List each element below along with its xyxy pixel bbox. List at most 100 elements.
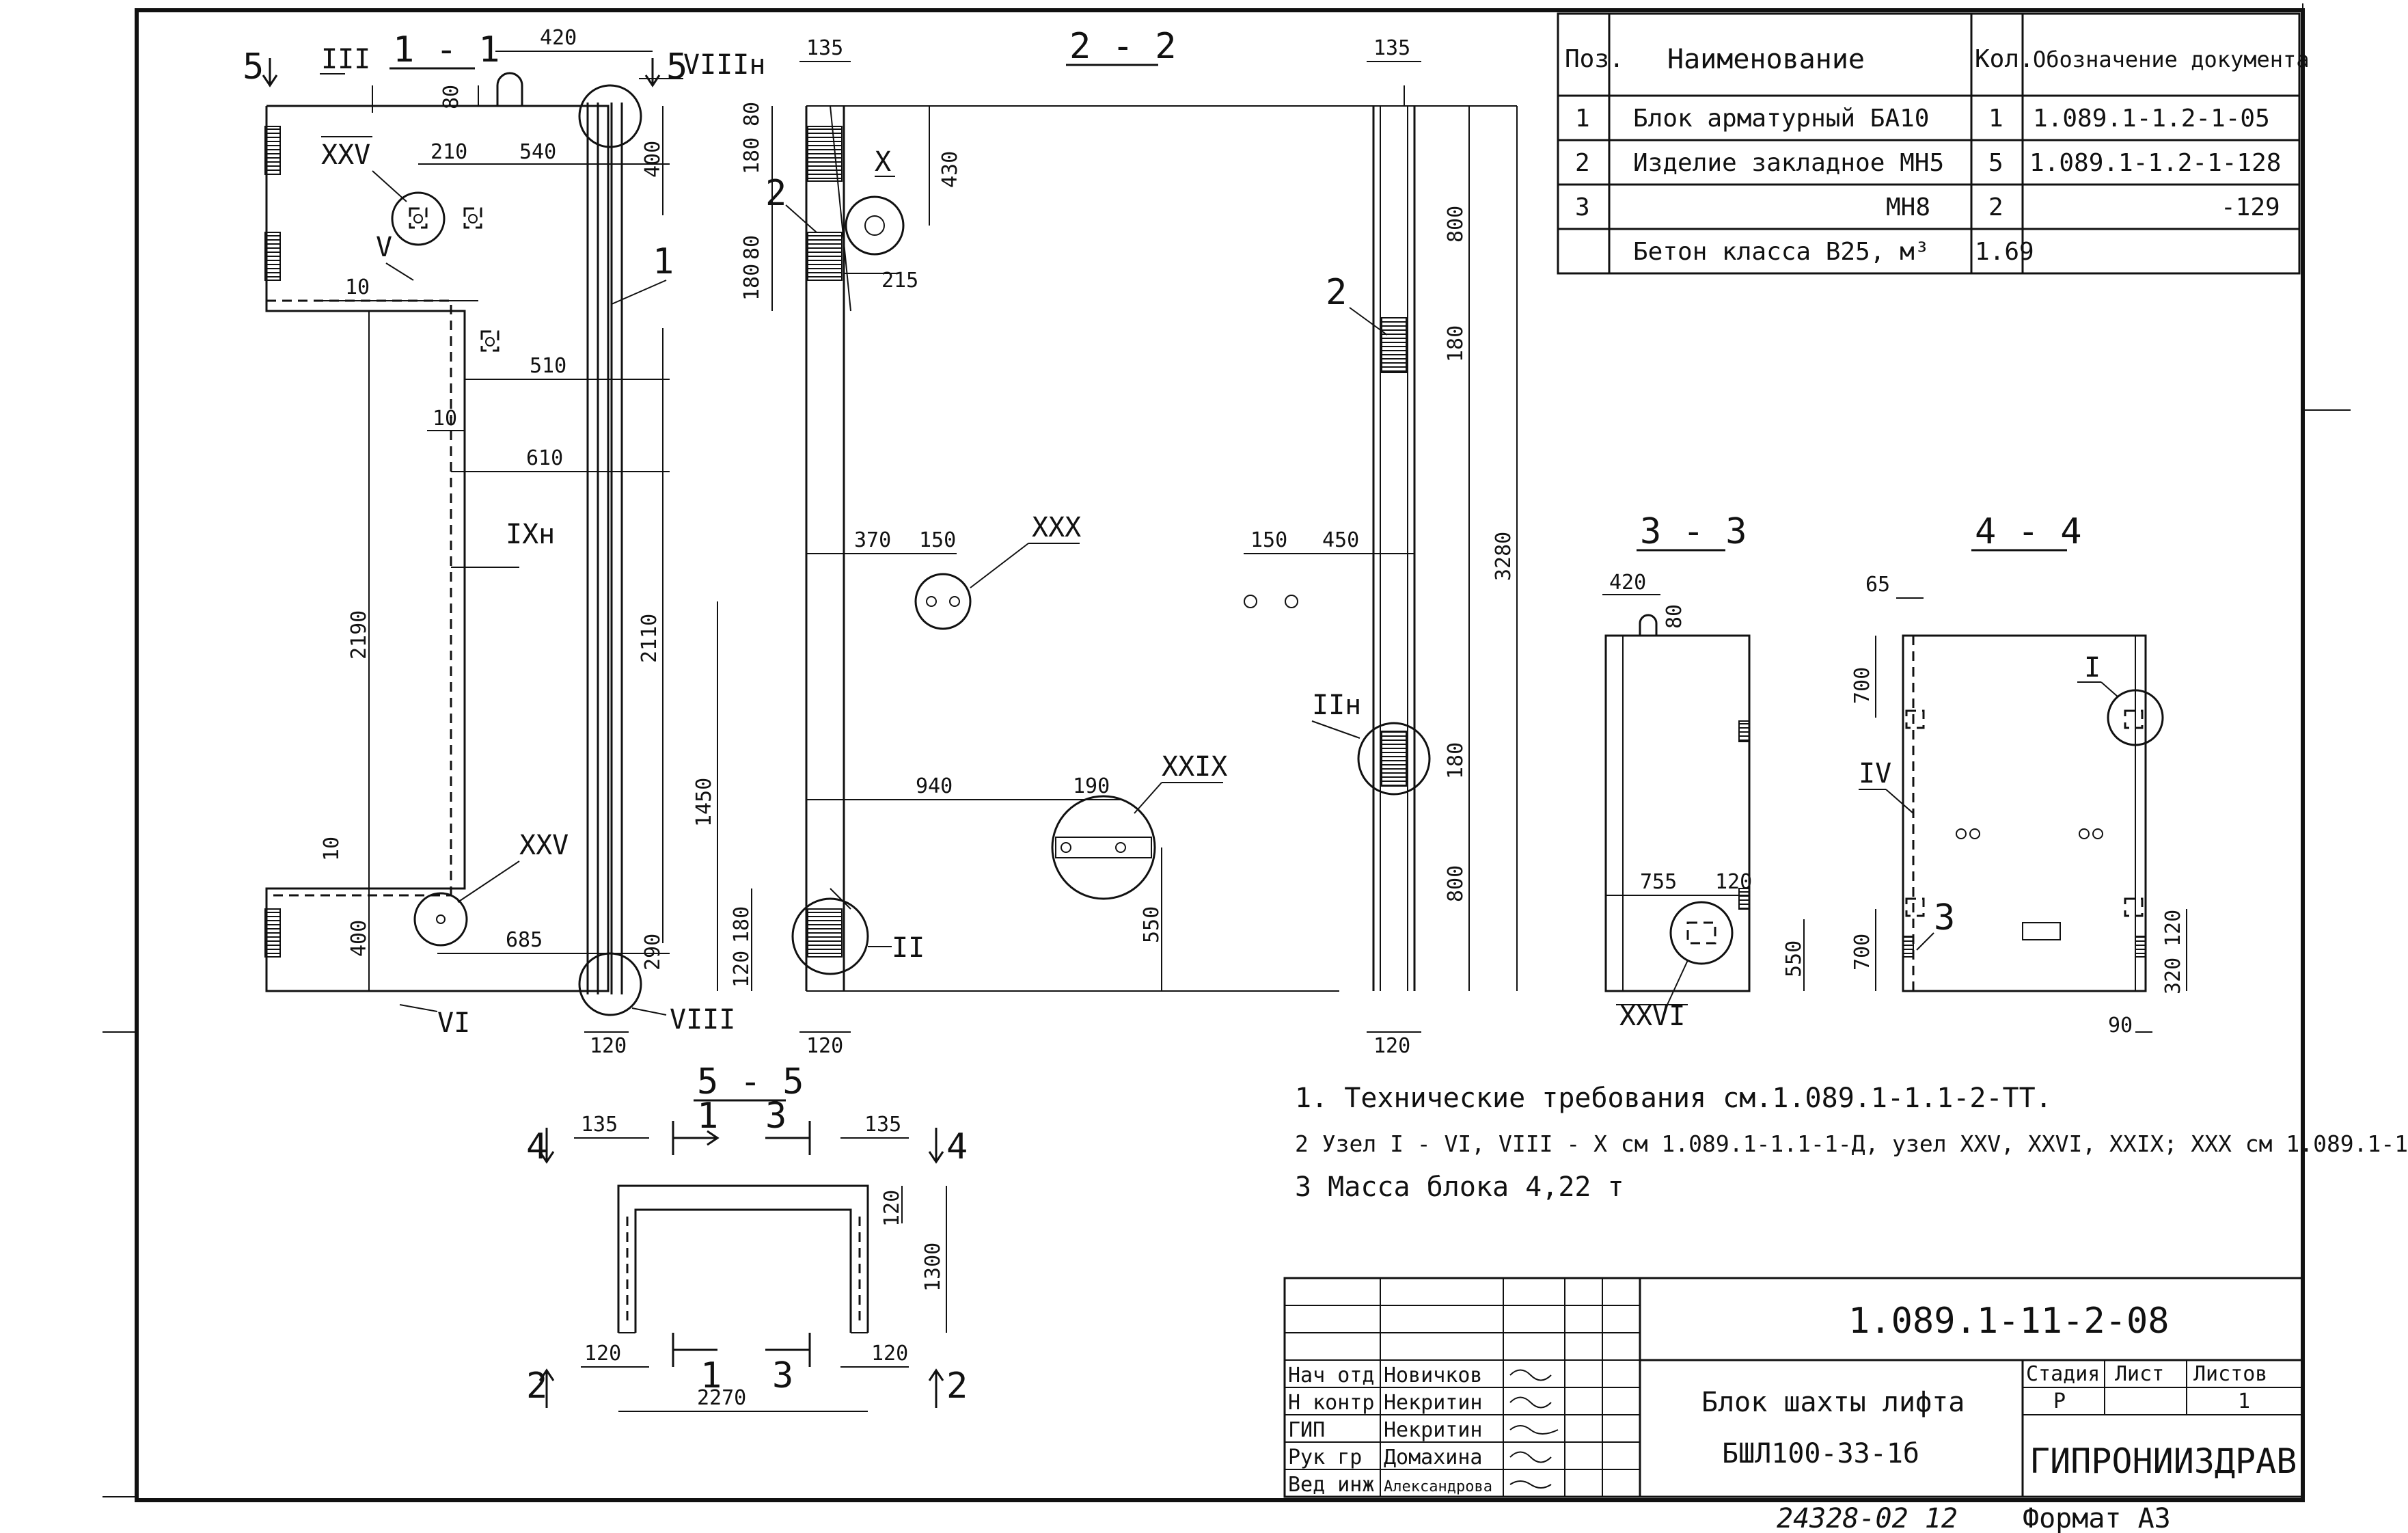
- spec-row3-qty: 2: [1988, 193, 2003, 221]
- spec-row1-name: Блок арматурный БА10: [1633, 105, 1929, 133]
- dim-700-s44b: 700: [1850, 934, 1874, 971]
- node-XXV-bottom: XXV: [519, 830, 569, 861]
- dim-80-s22a: 80: [740, 102, 764, 126]
- dim-180-s22d: 180: [1444, 742, 1468, 779]
- spec-row2-doc: 1.089.1-1.2-1-128: [2029, 149, 2281, 177]
- node-IV: IV: [1859, 758, 1891, 789]
- dim-210: 210: [430, 140, 467, 164]
- note-3: 3 Масса блока 4,22 т: [1295, 1171, 1624, 1203]
- dim-135-s22a: 135: [806, 36, 843, 60]
- node-XXX: XXX: [1032, 512, 1081, 543]
- spec-row1-doc: 1.089.1-1.2-1-05: [2033, 105, 2270, 133]
- spec-header-doc: Обозначение документа: [2033, 46, 2310, 72]
- spec-header-pos: Поз.: [1565, 45, 1624, 73]
- dim-2110: 2110: [638, 614, 661, 663]
- stamp-name-5: Александрова: [1384, 1478, 1492, 1495]
- dim-420-s33: 420: [1609, 571, 1646, 595]
- dim-135-s55a: 135: [581, 1113, 618, 1137]
- spec-row2-name: Изделие закладное МН5: [1633, 149, 1944, 177]
- dim-370: 370: [854, 528, 891, 552]
- dim-290: 290: [641, 934, 665, 971]
- dim-90: 90: [2108, 1014, 2133, 1037]
- notes: 1. Технические требования см.1.089.1-1.1…: [1295, 1083, 2408, 1203]
- sheets-value: 1: [2238, 1389, 2250, 1413]
- node-VIIIn: VIIIн: [683, 49, 765, 81]
- section-3-3-title: 3 - 3: [1640, 511, 1747, 552]
- dim-135-s55b: 135: [864, 1113, 901, 1137]
- node-II: II: [892, 932, 925, 964]
- dim-10-c: 10: [320, 837, 344, 861]
- org-name: ГИПРОНИИЗДРАВ: [2029, 1441, 2297, 1481]
- cut-mark-3-top: 3: [765, 1096, 786, 1137]
- node-VIII: VIII: [670, 1004, 735, 1035]
- dim-120-s44: 120: [2161, 910, 2185, 947]
- stamp-role-3: ГИП: [1288, 1418, 1325, 1442]
- node-III: III: [321, 44, 370, 75]
- cut-mark-5-right: 5: [666, 46, 687, 87]
- stamp-name-3: Некритин: [1384, 1418, 1483, 1442]
- section-3-3: 3 - 3 420 80 755 120 550 XXVI: [1602, 511, 1806, 1032]
- dim-10-b: 10: [433, 407, 457, 431]
- node-XXV-top: XXV: [321, 139, 370, 171]
- cut-mark-4-right: 4: [946, 1126, 968, 1167]
- dim-120-s55a: 120: [584, 1342, 621, 1366]
- cut-mark-5-left: 5: [243, 46, 264, 87]
- stamp-name-4: Домахина: [1384, 1446, 1483, 1469]
- section-5-5: 5 - 5 135 135 1300 120 120 120 2270 4 4 …: [526, 1061, 968, 1412]
- cut-mark-2-right: 2: [946, 1366, 968, 1407]
- dim-215: 215: [881, 269, 918, 293]
- stamp-name-1: Новичков: [1384, 1364, 1483, 1387]
- sheet-label: Лист: [2115, 1362, 2164, 1386]
- dim-120-s22b: 120: [806, 1034, 843, 1058]
- section-4-4-title: 4 - 4: [1975, 511, 2082, 552]
- dim-150-s22a: 150: [919, 528, 956, 552]
- dim-120-s55c: 120: [880, 1190, 904, 1227]
- dim-610: 610: [526, 446, 563, 470]
- stage-value: Р: [2053, 1389, 2066, 1413]
- spec-row3-name: МН8: [1886, 193, 1930, 221]
- section-2-2-title: 2 - 2: [1069, 26, 1177, 67]
- dim-150-s22b: 150: [1250, 528, 1287, 552]
- dim-420: 420: [540, 26, 577, 50]
- spec-row2-qty: 5: [1988, 149, 2003, 177]
- spec-row3-doc: -129: [2221, 193, 2280, 221]
- cut-mark-2-left: 2: [526, 1366, 547, 1407]
- node-V: V: [376, 232, 392, 263]
- spec-row4-name: Бетон класса В25, м³: [1633, 238, 1929, 266]
- mark-1-s11: 1: [653, 241, 674, 282]
- node-X: X: [875, 146, 891, 178]
- dim-3280: 3280: [1492, 532, 1516, 581]
- note-2: 2 Узел I - VI, VIII - X см 1.089.1-1.1-1…: [1295, 1130, 2408, 1157]
- dim-180-s22c: 180: [1444, 325, 1468, 362]
- dim-940: 940: [916, 774, 953, 798]
- dim-180-s22e: 180: [730, 906, 754, 943]
- dim-180-s22b: 180: [740, 264, 764, 301]
- stamp-role-1: Нач отд: [1288, 1364, 1374, 1387]
- spec-row4-qty: 1.69: [1975, 238, 2034, 266]
- title-block: Нач отд Новичков Н контр Некритин ГИП Не…: [1283, 1277, 2304, 1533]
- dim-120-s11: 120: [590, 1034, 627, 1058]
- dim-400-bottom: 400: [347, 920, 371, 957]
- node-XXVI: XXVI: [1619, 1001, 1685, 1032]
- cut-mark-1-bottom: 1: [700, 1355, 722, 1396]
- dim-120-s22a: 120: [730, 951, 754, 988]
- dim-800-s22b: 800: [1444, 865, 1468, 902]
- node-XXIX: XXIX: [1162, 751, 1227, 783]
- dim-120-s22c: 120: [1373, 1034, 1410, 1058]
- dim-700-s44a: 700: [1850, 667, 1874, 704]
- dim-450: 450: [1322, 528, 1359, 552]
- cut-mark-4-left: 4: [526, 1126, 547, 1167]
- dim-80-s33: 80: [1663, 604, 1686, 629]
- note-1: 1. Технические требования см.1.089.1-1.1…: [1295, 1083, 2052, 1114]
- section-2-2: 2 - 2 135 13: [692, 26, 1518, 1058]
- dim-320: 320: [2161, 958, 2185, 994]
- dim-2270: 2270: [697, 1386, 746, 1410]
- dim-80-top: 80: [439, 85, 463, 109]
- node-IIn: IIн: [1312, 690, 1361, 721]
- section-4-4: 4 - 4 65 700 700 120 320 90 I IV 3: [1850, 511, 2187, 1037]
- node-I: I: [2084, 652, 2101, 683]
- dim-120-s55b: 120: [871, 1342, 908, 1366]
- section-5-5-title: 5 - 5: [697, 1061, 804, 1102]
- dim-550-s33: 550: [1782, 940, 1806, 977]
- dim-10-a: 10: [345, 275, 370, 299]
